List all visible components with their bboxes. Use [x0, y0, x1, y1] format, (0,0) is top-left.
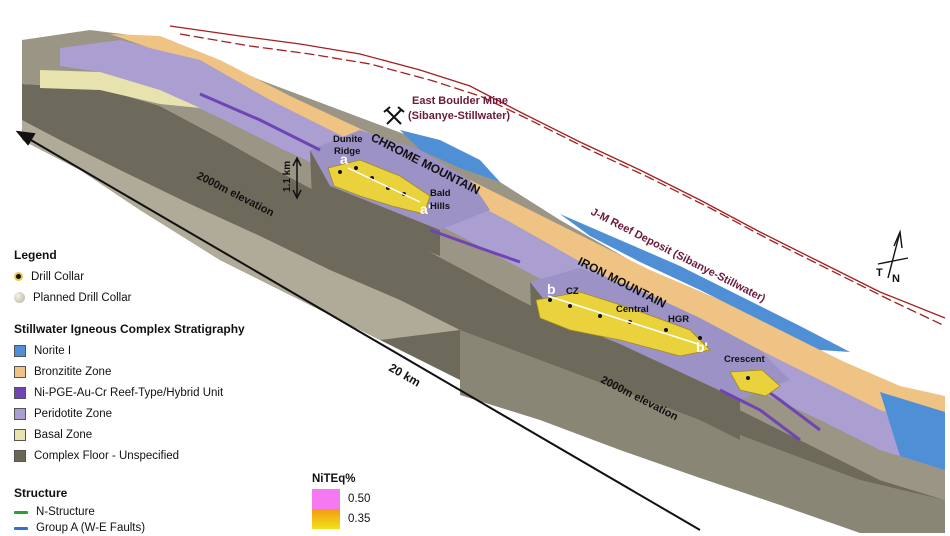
legend-title: Legend: [14, 248, 57, 262]
niteq-label: 0.50: [348, 493, 371, 505]
niteq-legend: NiTEq% 0.50 0.35: [312, 473, 412, 529]
structure-title: Structure: [14, 486, 68, 500]
dunite-ridge-label-2: Ridge: [334, 146, 360, 157]
bald-hills-label-2: Hills: [430, 201, 450, 212]
bald-hills-label-1: Bald: [430, 188, 451, 199]
niteq-item: 0.50: [312, 489, 412, 509]
central-label: Central: [616, 304, 649, 315]
structure-item: N-Structure: [14, 504, 314, 520]
planned-drill-collar-icon: [14, 292, 25, 303]
reef-streak-1: [199, 92, 321, 152]
chrome-block-front: [310, 150, 440, 256]
section-line-b: [547, 295, 699, 345]
floor-plinth-right: [460, 330, 945, 533]
section-a-prime-label: a': [420, 201, 431, 217]
drill-collar: [698, 336, 702, 340]
strat-item: Bronzitite Zone: [14, 361, 314, 382]
section-a-label: a: [340, 151, 348, 167]
crescent-label: Crescent: [724, 354, 765, 365]
drill-collar-label: Drill Collar: [31, 270, 85, 283]
thickness-label: 1.1 km: [282, 161, 293, 192]
niteq-swatch: [312, 489, 340, 509]
mine-owner-label: (Sibanye-Stillwater): [408, 110, 510, 122]
reef-streak-3: [719, 388, 801, 442]
reef-trace-lower: [179, 33, 946, 327]
strat-label: Complex Floor - Unspecified: [34, 449, 180, 462]
section-b-label: b: [547, 281, 556, 297]
legend-drill-collar: Drill Collar: [14, 266, 314, 287]
structure-item: Group A (W-E Faults): [14, 520, 314, 536]
structure-label: Group A (W-E Faults): [36, 522, 146, 534]
floor-plinth-left: [22, 120, 460, 340]
drill-collar: [354, 166, 358, 170]
reef-trace-lines: [169, 25, 946, 327]
strat-label: Ni-PGE-Au-Cr Reef-Type/Hybrid Unit: [34, 386, 224, 399]
strat-label: Basal Zone: [34, 428, 93, 441]
ore-body-chrome: [327, 159, 431, 215]
section-line-a: [347, 167, 421, 203]
niteq-title: NiTEq%: [312, 473, 356, 485]
strat-label: Bronzitite Zone: [34, 365, 112, 378]
bronzitite-zone: [110, 34, 945, 430]
basal-zone: [40, 70, 200, 108]
drill-collar: [598, 314, 602, 318]
drill-collar: [568, 304, 572, 308]
strat-swatch: [14, 365, 26, 378]
section-lines: [347, 167, 699, 345]
distance-arrow: [15, 130, 701, 531]
section-b-prime-label: b': [696, 339, 708, 355]
mine-pick-icon: [383, 106, 405, 125]
ore-body-iron: [535, 291, 711, 357]
drill-collar: [548, 298, 552, 302]
mine-name-label: East Boulder Mine: [412, 95, 508, 107]
structure-label: N-Structure: [36, 506, 95, 518]
group-a-line-icon: [14, 526, 28, 530]
strat-item: Basal Zone: [14, 424, 314, 445]
strat-swatch: [14, 449, 26, 462]
drill-collar: [664, 328, 668, 332]
north-T-label: T: [876, 267, 883, 279]
n-structure-line-icon: [14, 510, 28, 514]
cz-label: CZ: [566, 286, 579, 297]
strat-label: Norite I: [34, 344, 72, 357]
niteq-item: 0.35: [312, 509, 412, 529]
strat-swatch: [14, 407, 26, 420]
north-N-label: N: [892, 273, 900, 285]
strat-item: Peridotite Zone: [14, 403, 314, 424]
legend-planned-drill-collar: Planned Drill Collar: [14, 287, 314, 308]
strat-label: Peridotite Zone: [34, 407, 112, 420]
north-arrow-icon: [877, 229, 909, 279]
strat-item: Complex Floor - Unspecified: [14, 445, 314, 466]
thickness-arrow: [292, 156, 302, 200]
drill-collar: [746, 376, 750, 380]
stratigraphy-title: Stillwater Igneous Complex Stratigraphy: [14, 322, 245, 336]
norite-zone-2: [560, 214, 850, 352]
reef-streak-2: [429, 228, 521, 264]
niteq-label: 0.35: [348, 513, 371, 525]
legend-panel: Legend Drill Collar Planned Drill Collar: [14, 248, 314, 308]
iron-block-front: [530, 282, 740, 440]
drill-collar: [338, 170, 342, 174]
dunite-ridge-label-1: Dunite: [333, 134, 363, 145]
strat-swatch: [14, 428, 26, 441]
drill-collar-icon: [14, 272, 23, 281]
stratigraphy-legend: Stillwater Igneous Complex Stratigraphy …: [14, 322, 314, 466]
reef-trace-upper: [169, 25, 946, 319]
strat-swatch: [14, 344, 26, 357]
niteq-swatch: [312, 509, 340, 529]
strat-item: Norite I: [14, 340, 314, 361]
hgr-label: HGR: [668, 314, 689, 325]
norite-zone: [400, 130, 500, 182]
norite-zone-3: [880, 392, 945, 470]
strat-swatch: [14, 386, 26, 399]
ore-body-crescent: [729, 369, 781, 397]
structure-legend: Structure N-Structure Group A (W-E Fault…: [14, 486, 314, 536]
planned-drill-collar-label: Planned Drill Collar: [33, 291, 132, 304]
strat-item: Ni-PGE-Au-Cr Reef-Type/Hybrid Unit: [14, 382, 314, 403]
